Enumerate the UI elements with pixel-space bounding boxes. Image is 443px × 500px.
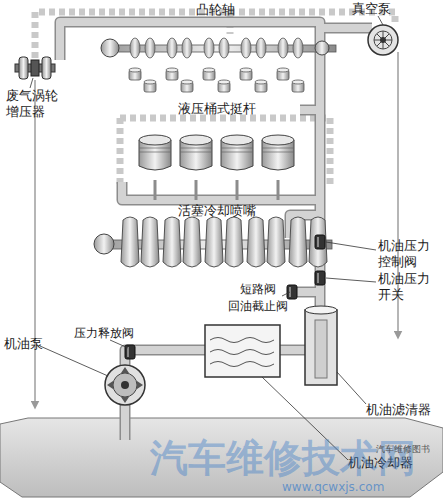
vacuum-pump-symbol: [368, 25, 398, 55]
leader-lines: [30, 16, 383, 460]
oil-filter-symbol: [305, 306, 337, 385]
oil-pump-symbol: [105, 365, 145, 405]
part-label: 机油压力控制阀: [378, 238, 434, 269]
camshaft-symbol: [101, 38, 336, 58]
part-label: 机油滤清器: [366, 402, 443, 418]
watermark: 汽车维修技术网: [150, 436, 443, 482]
logo-text: 汽车维修图书: [376, 444, 443, 455]
cooling-jets: [155, 180, 278, 200]
oil-cooler-symbol: [205, 325, 280, 377]
part-label: 液压桶式挺杆: [178, 101, 288, 117]
part-label: 凸轮轴: [196, 2, 276, 18]
turbocharger-symbol: [15, 57, 55, 79]
valve-symbols: [125, 235, 325, 359]
tappet-symbols: [129, 68, 304, 92]
drain-lines: [35, 52, 398, 405]
part-label: 压力释放阀: [74, 326, 154, 340]
part-label: 活塞冷却喷嘴: [178, 203, 288, 219]
oil-galleries: [60, 22, 372, 440]
part-label: 回油截止阀: [228, 299, 308, 313]
part-label: 短路阀: [240, 282, 300, 296]
piston-symbols: [139, 135, 294, 170]
part-label: 机油泵: [4, 336, 64, 352]
part-label: 机油压力开关: [378, 271, 434, 302]
return-lines: [35, 12, 395, 185]
crankshaft-symbol: [94, 217, 332, 267]
part-label: 真空泵: [352, 1, 432, 17]
part-label: 废气涡轮增压器: [6, 88, 62, 119]
watermark-url: www.qcwxjs.com: [282, 480, 412, 494]
